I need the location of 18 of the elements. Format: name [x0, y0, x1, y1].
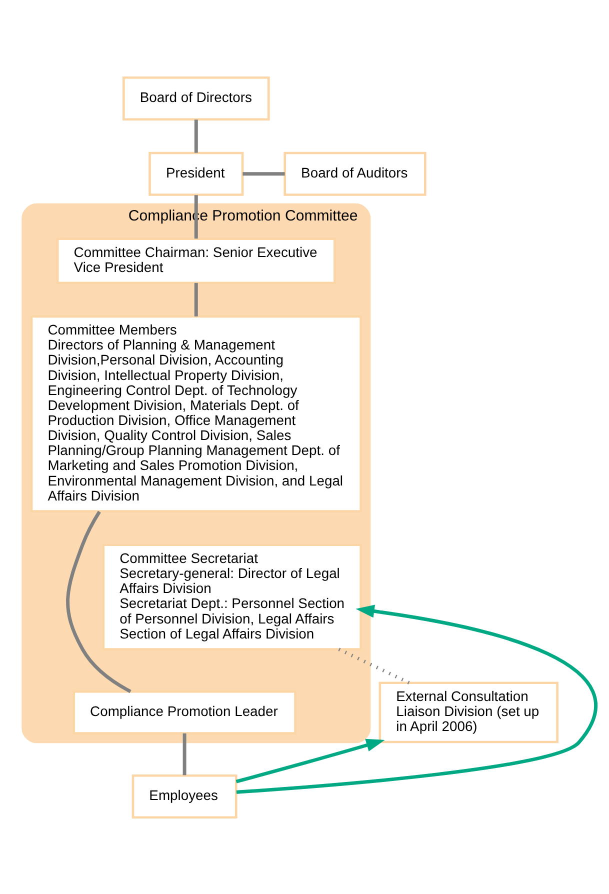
connector: [194, 282, 198, 316]
node-box: External Consultation Liaison Division (set up in April 2006): [378, 681, 558, 743]
node-box: Committee Secretariat Secretary-general: Director of Legal Affairs Division Secretariat Dept.: Personnel Section of Personnel Division, Legal Affairs Section of Legal Affairs Division: [102, 543, 362, 650]
node-box: Committee Chairman: Senior Executive Vice President: [56, 237, 336, 284]
connector: [242, 172, 285, 176]
connector: [182, 732, 186, 775]
connector: [338, 647, 410, 684]
node-box: Board of Directors: [122, 76, 270, 120]
node-box: Compliance Promotion Leader: [72, 690, 296, 734]
node-box: Board of Auditors: [284, 151, 426, 196]
node-box: Employees: [132, 774, 238, 818]
arrow: [236, 604, 598, 794]
node-box: Committee Members Directors of Planning & Management Division,Personal Division, Accounting Division, Intellectual Property Division, Engineering Control Dept. of Technology Development Division, Materials Dept. of Production Division, Office Management Division, Quality Control Division, Sales Planning/Group Planning Management Dept. of Marketing and Sales Promotion Division, Environmental Management Division, and Legal Affairs Division: [30, 314, 362, 512]
arrow: [236, 738, 385, 783]
connector: [66, 510, 132, 693]
connector: [194, 194, 198, 238]
node-box: President: [148, 151, 244, 196]
connector: [194, 119, 198, 152]
